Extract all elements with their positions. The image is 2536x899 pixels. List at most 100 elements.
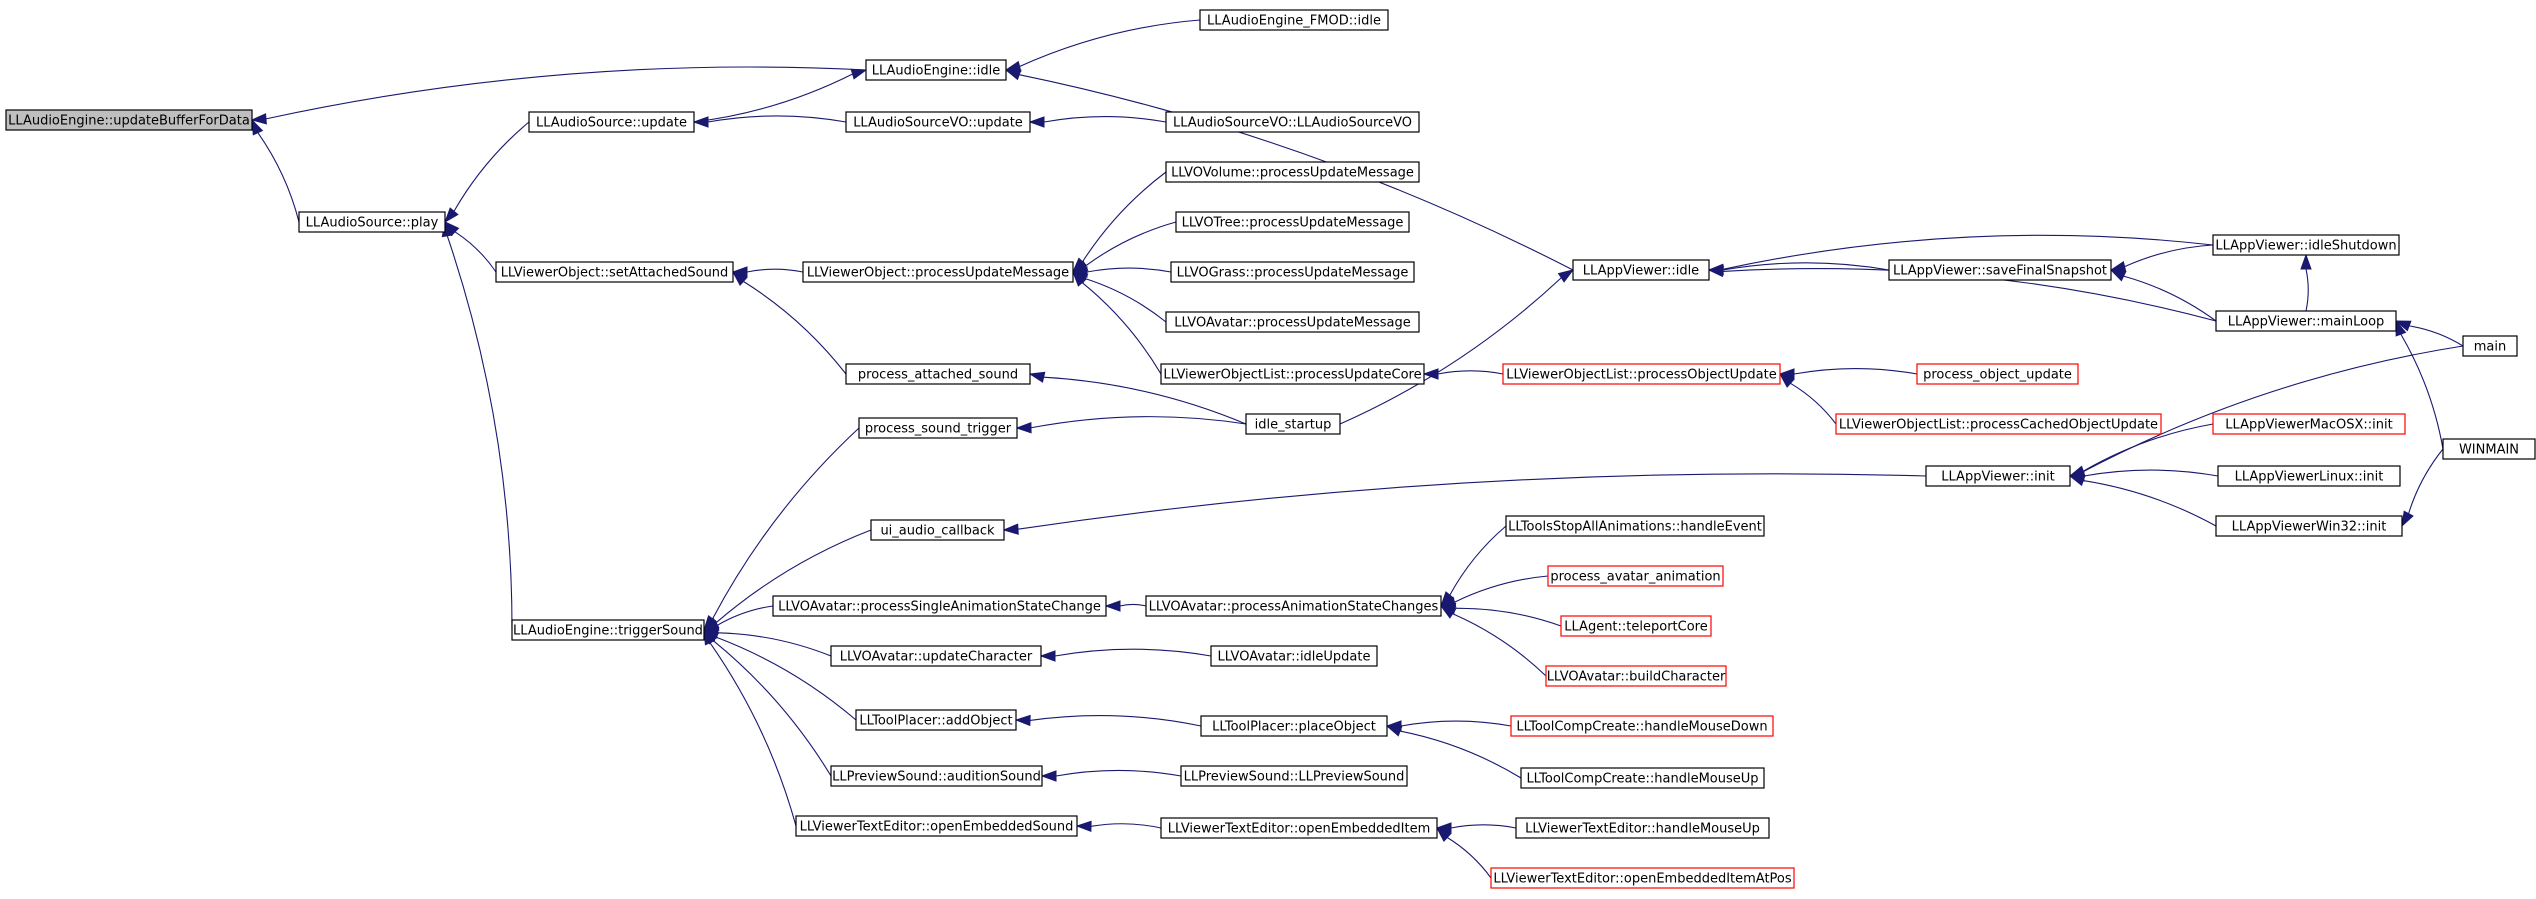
- node-update-buffer[interactable]: LLAudioEngine::updateBufferForData: [5, 109, 253, 131]
- edge-line: [2305, 268, 2309, 312]
- call-edge: [1071, 266, 1172, 278]
- node-main[interactable]: main: [2462, 335, 2518, 357]
- node-label: LLAppViewerLinux::init: [2235, 470, 2384, 485]
- node-save-snap[interactable]: LLAppViewer::saveFinalSnapshot: [1888, 259, 2112, 281]
- node-build-char[interactable]: LLVOAvatar::buildCharacter: [1545, 665, 1727, 687]
- node-idle-shutdown[interactable]: LLAppViewer::idleShutdown: [2212, 234, 2400, 256]
- node-winmain[interactable]: WINMAIN: [2442, 438, 2536, 460]
- node-box: [1160, 817, 1438, 839]
- node-ui-callback[interactable]: ui_audio_callback: [870, 519, 1005, 541]
- node-fmod-idle[interactable]: LLAudioEngine_FMOD::idle: [1199, 9, 1389, 31]
- node-place-object[interactable]: LLToolPlacer::placeObject: [1200, 715, 1388, 737]
- node-proc-attached[interactable]: process_attached_sound: [845, 363, 1031, 385]
- node-open-emb-at-pos[interactable]: LLViewerTextEditor::openEmbeddedItemAtPo…: [1490, 867, 1795, 889]
- node-box: [2215, 310, 2397, 332]
- node-engine-idle[interactable]: LLAudioEngine::idle: [865, 59, 1007, 81]
- node-box: [772, 595, 1107, 617]
- node-box: [2462, 335, 2518, 357]
- node-prev-sound[interactable]: LLPreviewSound::LLPreviewSound: [1180, 765, 1408, 787]
- node-main-loop[interactable]: LLAppViewer::mainLoop: [2215, 310, 2397, 332]
- node-box: [1165, 161, 1420, 183]
- edge-line: [717, 632, 832, 657]
- node-label: LLVOAvatar::processUpdateMessage: [1174, 316, 1410, 331]
- node-box: [1180, 765, 1408, 787]
- node-src-play[interactable]: LLAudioSource::play: [298, 211, 446, 233]
- node-proc-obj-upd[interactable]: process_object_update: [1916, 363, 2079, 385]
- node-label: LLAgent::teleportCore: [1564, 620, 1707, 635]
- edge-arrowhead: [1039, 650, 1056, 662]
- call-edge: [703, 628, 832, 777]
- node-box: [1916, 363, 2079, 385]
- node-box: [511, 619, 705, 641]
- node-add-object[interactable]: LLToolPlacer::addObject: [855, 709, 1017, 731]
- node-cached-obj-upd[interactable]: LLViewerObjectList::processCachedObjectU…: [1835, 413, 2162, 435]
- node-box: [1545, 665, 1727, 687]
- node-src-voupdate[interactable]: LLAudioSourceVO::update: [845, 111, 1031, 133]
- node-single-anim[interactable]: LLVOAvatar::processSingleAnimationStateC…: [772, 595, 1107, 617]
- node-open-emb-item[interactable]: LLViewerTextEditor::openEmbeddedItem: [1160, 817, 1438, 839]
- call-edge: [692, 115, 847, 128]
- node-linux-init[interactable]: LLAppViewerLinux::init: [2217, 465, 2401, 487]
- node-vo-volume[interactable]: LLVOVolume::processUpdateMessage: [1165, 161, 1420, 183]
- edge-line: [1019, 74, 1574, 271]
- edge-line: [1450, 824, 1517, 829]
- edge-line: [1019, 19, 1201, 68]
- node-te-mouse-up[interactable]: LLViewerTextEditor::handleMouseUp: [1515, 817, 1770, 839]
- node-src-update[interactable]: LLAudioSource::update: [528, 111, 695, 133]
- node-comp-down[interactable]: LLToolCompCreate::handleMouseDown: [1510, 715, 1774, 737]
- node-box: [870, 519, 1005, 541]
- node-vo-avatar-msg[interactable]: LLVOAvatar::processUpdateMessage: [1165, 311, 1420, 333]
- node-app-init[interactable]: LLAppViewer::init: [1925, 465, 2071, 487]
- node-open-emb-sound[interactable]: LLViewerTextEditor::openEmbeddedSound: [795, 815, 1078, 837]
- node-list-obj-upd[interactable]: LLViewerObjectList::processObjectUpdate: [1502, 363, 1781, 385]
- node-comp-up[interactable]: LLToolCompCreate::handleMouseUp: [1520, 767, 1765, 789]
- edge-line: [1454, 575, 1549, 603]
- node-box: [802, 261, 1074, 283]
- node-label: LLPreviewSound::LLPreviewSound: [1184, 770, 1405, 785]
- node-list-core[interactable]: LLViewerObjectList::processUpdateCore: [1160, 363, 1425, 385]
- node-src-voctor[interactable]: LLAudioSourceVO::LLAudioSourceVO: [1165, 111, 1420, 133]
- node-label: LLViewerObjectList::processCachedObjectU…: [1839, 418, 2158, 433]
- node-proc-upd-msg[interactable]: LLViewerObject::processUpdateMessage: [802, 261, 1074, 283]
- edge-line: [712, 427, 860, 620]
- node-box: [2215, 515, 2403, 537]
- node-stop-all[interactable]: LLToolsStopAllAnimations::handleEvent: [1505, 515, 1765, 537]
- node-proc-av-anim[interactable]: process_avatar_animation: [1547, 565, 1724, 587]
- node-label: process_sound_trigger: [865, 422, 1012, 437]
- node-box: [845, 111, 1031, 133]
- node-vo-tree[interactable]: LLVOTree::processUpdateMessage: [1175, 211, 1410, 233]
- edge-line: [693, 73, 853, 123]
- edge-line: [1085, 221, 1177, 267]
- node-trig-sound[interactable]: LLAudioEngine::triggerSound: [511, 619, 705, 641]
- call-edge: [1072, 270, 1162, 375]
- call-edge: [1028, 116, 1167, 128]
- node-set-attached[interactable]: LLViewerObject::setAttachedSound: [495, 261, 734, 283]
- call-edge: [2300, 253, 2312, 312]
- node-teleport[interactable]: LLAgent::teleportCore: [1560, 615, 1712, 637]
- node-box: [1170, 261, 1415, 283]
- call-edge: [444, 121, 530, 224]
- node-proc-sound-trig[interactable]: process_sound_trigger: [858, 417, 1018, 439]
- node-av-idle-upd[interactable]: LLVOAvatar::idleUpdate: [1210, 645, 1378, 667]
- node-box: [830, 765, 1043, 787]
- node-label: LLVOTree::processUpdateMessage: [1182, 216, 1404, 231]
- node-win32-init[interactable]: LLAppViewerWin32::init: [2215, 515, 2403, 537]
- node-vo-grass[interactable]: LLVOGrass::processUpdateMessage: [1170, 261, 1415, 283]
- node-anim-changes[interactable]: LLVOAvatar::processAnimationStateChanges: [1145, 595, 1442, 617]
- node-label: LLAudioEngine_FMOD::idle: [1207, 14, 1381, 29]
- node-upd-char[interactable]: LLVOAvatar::updateCharacter: [830, 645, 1042, 667]
- node-label: LLAudioSourceVO::update: [853, 116, 1023, 131]
- node-audition[interactable]: LLPreviewSound::auditionSound: [830, 765, 1043, 787]
- node-idle-startup[interactable]: idle_startup: [1245, 413, 1341, 435]
- node-label: LLPreviewSound::auditionSound: [832, 770, 1041, 785]
- node-label: ui_audio_callback: [880, 524, 995, 539]
- node-box: [1520, 767, 1765, 789]
- node-mac-init[interactable]: LLAppViewerMacOSX::init: [2212, 413, 2406, 435]
- call-edge: [1071, 221, 1177, 273]
- call-edge: [2068, 475, 2217, 527]
- node-app-idle[interactable]: LLAppViewer::idle: [1572, 259, 1710, 281]
- call-edge: [2394, 320, 2464, 347]
- node-box: [1502, 363, 1781, 385]
- call-edges: [250, 19, 2464, 879]
- edge-line: [1081, 282, 1162, 375]
